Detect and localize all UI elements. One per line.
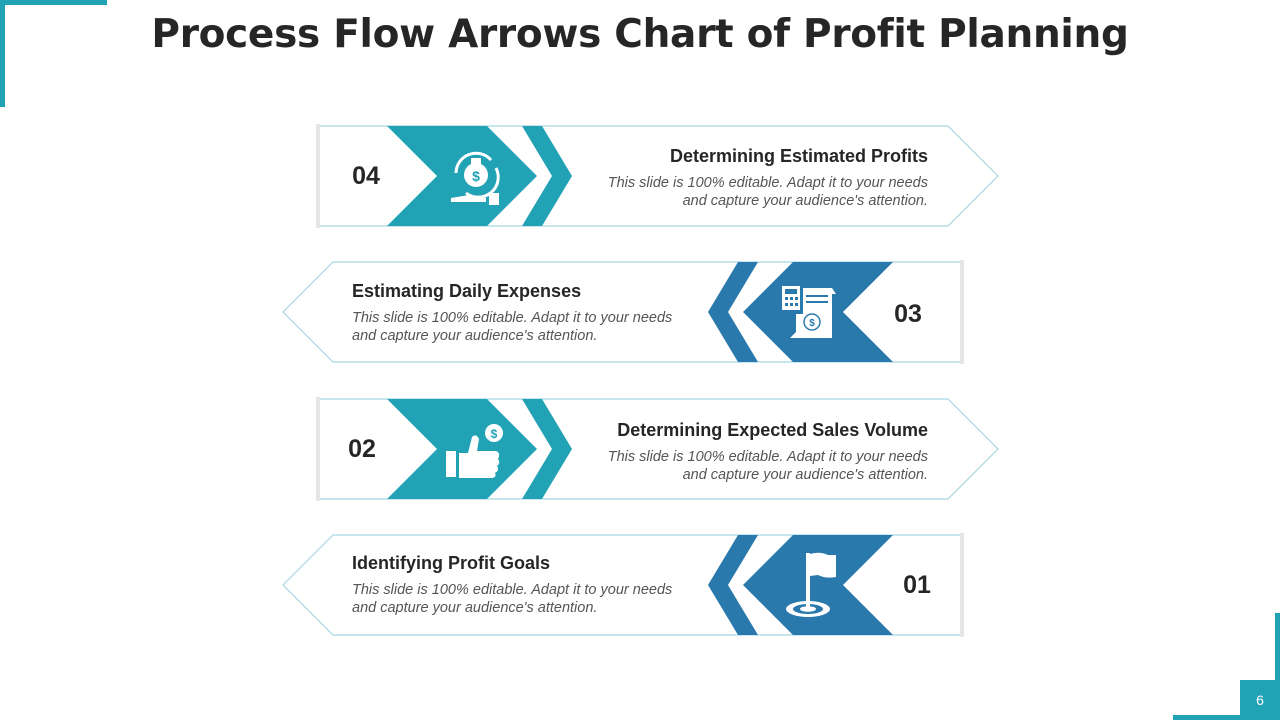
step-number: 01 (903, 571, 931, 599)
step-description: This slide is 100% editable. Adapt it to… (352, 582, 673, 616)
arrow-shape-right (316, 124, 999, 228)
step-description: This slide is 100% editable. Adapt it to… (607, 175, 928, 209)
step-text: Identifying Profit Goals This slide is 1… (352, 553, 692, 617)
thumbs-up-dollar-icon: $ (446, 424, 503, 478)
flag-target-icon (786, 552, 836, 617)
step-text: Determining Expected Sales Volume This s… (588, 420, 928, 484)
svg-text:$: $ (472, 168, 480, 184)
step-number: 04 (352, 162, 380, 190)
svg-text:$: $ (809, 318, 815, 329)
corner-decoration-top-vertical (0, 0, 5, 107)
step-heading: Estimating Daily Expenses (352, 281, 582, 301)
step-text: Estimating Daily Expenses This slide is … (352, 281, 692, 345)
corner-decoration-bottom-horizontal (1173, 715, 1280, 720)
page-number: 6 (1240, 680, 1280, 720)
step-heading: Identifying Profit Goals (352, 553, 551, 573)
corner-decoration-bottom-vertical (1275, 613, 1280, 720)
step-description: This slide is 100% editable. Adapt it to… (607, 449, 928, 483)
step-heading: Determining Expected Sales Volume (617, 420, 928, 440)
corner-decoration-top-horizontal (0, 0, 107, 5)
step-row-01: 01 Identifying Profit Goals This slide i… (0, 529, 1280, 649)
step-number: 02 (348, 435, 376, 463)
page-title: Process Flow Arrows Chart of Profit Plan… (151, 12, 1129, 57)
step-row-03: 03 $ Estimating Daily Expenses This slid… (0, 256, 1280, 376)
calculator-receipt-icon: $ (782, 286, 836, 338)
step-row-04: 04 $ Determining Estimated Profits This … (0, 120, 1280, 240)
step-description: This slide is 100% editable. Adapt it to… (352, 310, 673, 344)
step-row-02: 02 $ Determining Expected Sales Volume T… (0, 393, 1280, 513)
step-heading: Determining Estimated Profits (669, 146, 928, 166)
money-bag-hand-icon: $ (451, 151, 500, 205)
svg-text:$: $ (491, 427, 498, 441)
step-text: Determining Estimated Profits This slide… (588, 146, 928, 210)
step-number: 03 (894, 300, 922, 328)
